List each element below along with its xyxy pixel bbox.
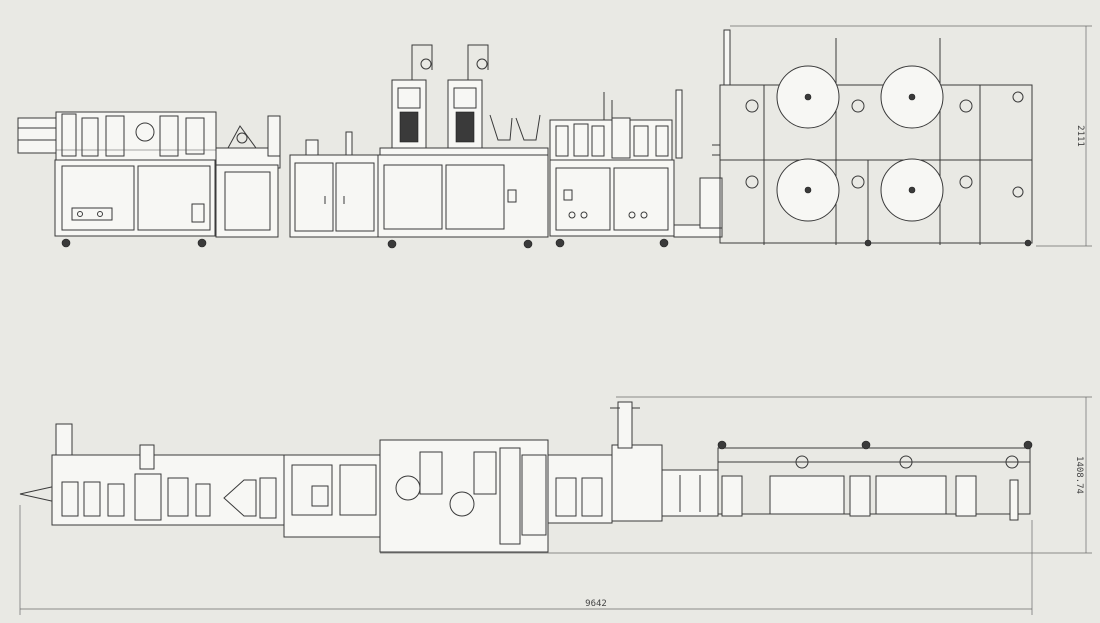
top-width-dimension: 1408.74 [380, 396, 1092, 554]
top-infeed-section [19, 423, 285, 526]
front-earloop-unit [549, 89, 683, 161]
front-cabinet-3 [289, 131, 379, 238]
front-conveyor [673, 144, 723, 238]
top-middle-section [283, 439, 549, 553]
front-cabinet-1 [54, 159, 216, 248]
front-cabinet-5 [549, 159, 675, 248]
front-height-label: 2111 [1075, 125, 1085, 147]
front-unwind-rack [719, 29, 1033, 247]
top-right-section [547, 401, 719, 524]
overall-length-label: 9642 [585, 599, 607, 609]
top-width-label: 1408.74 [1074, 456, 1084, 494]
front-cabinet-4 [377, 114, 549, 249]
overall-length-dimension: 9642 [19, 505, 1033, 615]
front-welding-towers [379, 44, 549, 159]
front-height-dimension: 2111 [730, 25, 1092, 247]
top-plan-view: 1408.74 9642 [19, 396, 1092, 615]
front-elevation-view: 2111 [17, 25, 1092, 249]
front-cabinet-2 [215, 115, 281, 238]
front-feeder-unit [17, 111, 217, 161]
top-unwind-rack [717, 440, 1033, 521]
